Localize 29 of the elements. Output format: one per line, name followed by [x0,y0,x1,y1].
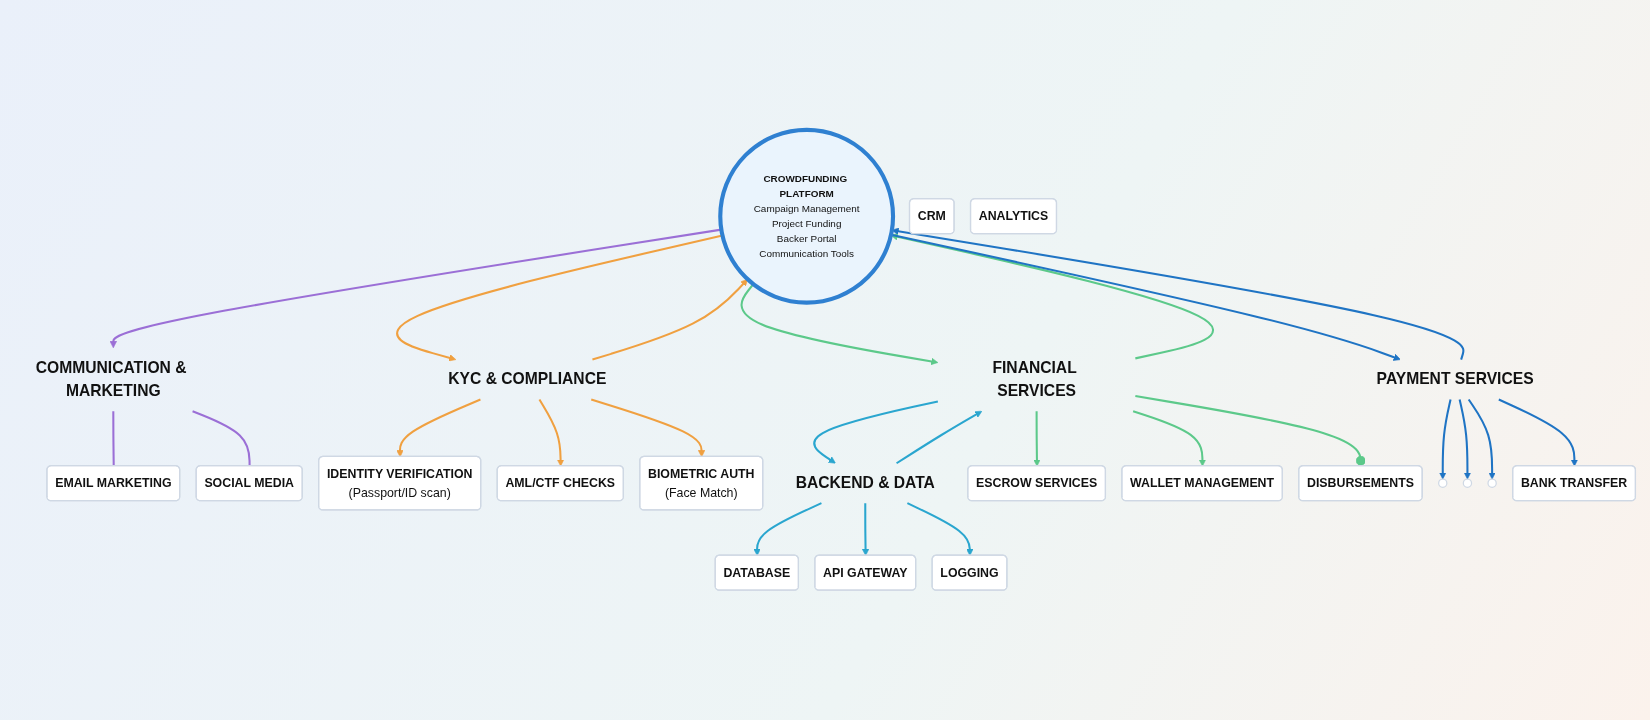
node-text: PAYMENT SERVICES [1376,370,1534,388]
arrow [753,502,822,556]
node-circle: CROWDFUNDING PLATFORM Campaign Management Project Funding Backer Portal Communication Tools [718,127,896,305]
node-circle [1438,478,1448,488]
arrow [1458,399,1472,480]
arrow [896,410,983,465]
arrow [740,283,939,365]
node-text: KYC & COMPLIANCE [448,370,607,388]
arrow [538,398,565,467]
node-circle [1487,478,1497,488]
arrow [1498,398,1578,467]
arrow [906,502,974,556]
arrow [590,398,706,458]
arrow [396,398,481,458]
arrow [1439,399,1452,480]
arrow [1033,411,1041,467]
connector [192,410,251,467]
arrow [592,278,748,361]
connector [1135,395,1366,467]
node-text: FINANCIAL SERVICES [992,358,1077,400]
node-text: COMMUNICATION & MARKETING [35,358,187,400]
node-text: BACKEND & DATA [795,473,935,492]
arrow [813,400,939,464]
connector [112,411,115,467]
arrow [891,227,1464,360]
arrow [1132,410,1207,467]
node-circle [1462,478,1473,488]
arrow [1467,398,1496,480]
arrow [861,503,870,556]
